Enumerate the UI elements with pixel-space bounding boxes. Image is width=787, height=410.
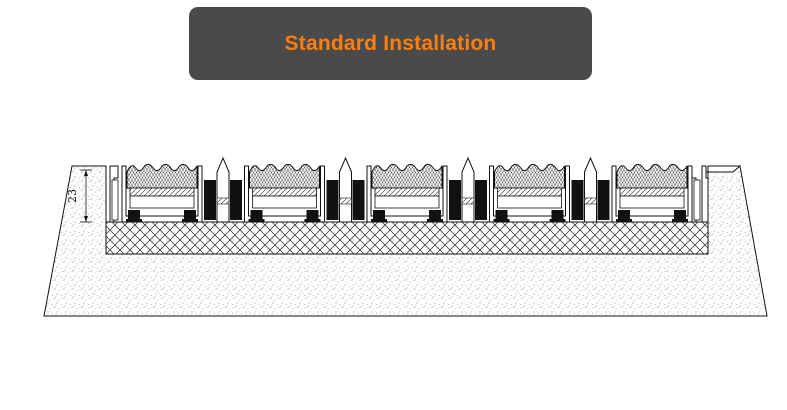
end-spacer-left — [111, 179, 119, 221]
profile-web — [129, 195, 195, 209]
profile-layer — [252, 187, 317, 197]
profile-web — [374, 195, 440, 209]
scraper-core — [461, 197, 475, 205]
scraper-insert — [584, 156, 597, 223]
rubber-spacer — [475, 180, 487, 220]
foot-base — [371, 219, 387, 222]
carpet-insert — [371, 163, 443, 189]
end-spacer-right — [693, 179, 701, 221]
scraper-core — [216, 197, 230, 205]
rubber-spacer — [597, 180, 610, 220]
rubber-spacer — [571, 180, 584, 220]
foot-base — [126, 219, 142, 222]
dimension-marker — [80, 169, 92, 223]
rubber-spacer — [326, 180, 339, 220]
rubber-foot — [373, 210, 385, 220]
scraper-insert — [339, 156, 352, 223]
rubber-spacer — [352, 180, 365, 220]
foot-base — [182, 219, 198, 222]
scraper-insert — [461, 156, 475, 223]
foot-base — [493, 219, 510, 222]
recess-bed — [105, 221, 709, 255]
rubber-foot — [128, 210, 140, 220]
rubber-foot — [306, 210, 319, 220]
carpet-insert — [249, 163, 320, 189]
foot-base — [616, 219, 632, 222]
mat-modules — [111, 156, 701, 223]
profile-web — [497, 195, 562, 209]
scraper-core — [339, 197, 352, 205]
profile-layer — [619, 187, 685, 197]
foot-base — [672, 219, 688, 222]
profile-layer — [497, 187, 562, 197]
rubber-foot — [250, 210, 263, 220]
rubber-foot — [429, 210, 441, 220]
profile-layer — [374, 187, 440, 197]
rubber-spacer — [204, 180, 216, 220]
profile-web — [252, 195, 317, 209]
page-title: Standard Installation — [284, 31, 497, 55]
foot-base — [248, 219, 265, 222]
rubber-foot — [495, 210, 508, 220]
rubber-spacer — [230, 180, 242, 220]
rubber-foot — [674, 210, 686, 220]
profile-web — [619, 195, 685, 209]
carpet-insert — [126, 163, 198, 189]
foot-base — [549, 219, 566, 222]
scraper-core — [584, 197, 597, 205]
foot-base — [304, 219, 321, 222]
rubber-foot — [184, 210, 196, 220]
rubber-foot — [618, 210, 630, 220]
dimension-label: 23 — [66, 189, 79, 203]
profile-layer — [129, 187, 195, 197]
title-banner: Standard Installation — [189, 7, 592, 80]
carpet-insert — [494, 163, 565, 189]
scraper-insert — [216, 156, 230, 223]
foot-base — [427, 219, 443, 222]
carpet-insert — [616, 163, 688, 189]
rubber-spacer — [449, 180, 461, 220]
rubber-foot — [551, 210, 564, 220]
